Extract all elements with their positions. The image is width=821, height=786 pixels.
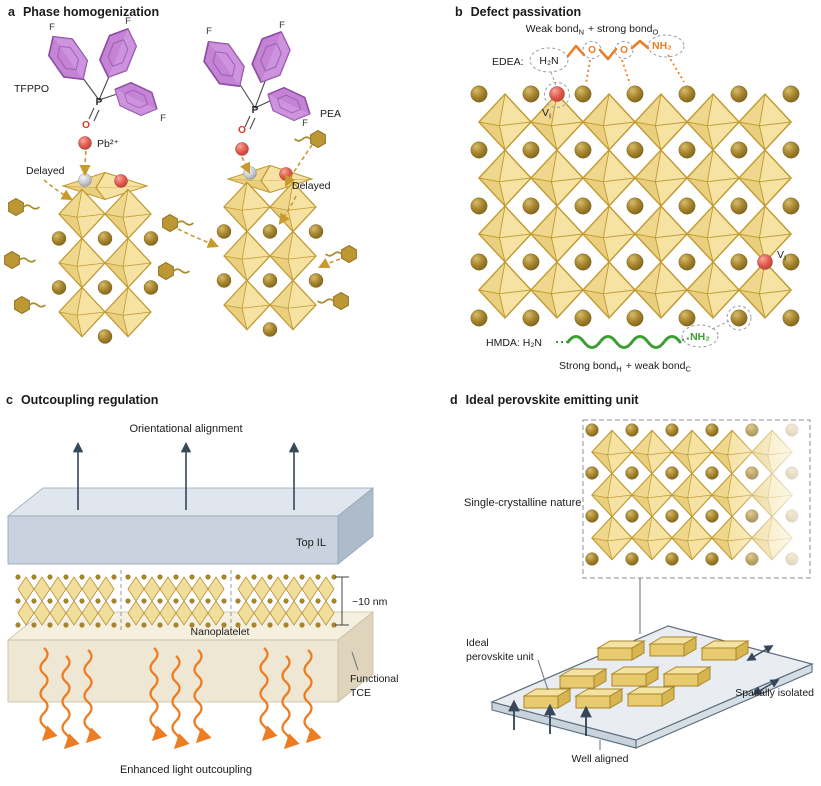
- enhanced-outcoupling-label: Enhanced light outcoupling: [120, 764, 252, 776]
- f-label: F: [160, 113, 166, 124]
- alignment-up-arrows: [72, 441, 300, 510]
- pb-ion: [78, 136, 92, 150]
- h2n-label: H₂N: [539, 55, 558, 67]
- nh2-dashed-ellipse: [647, 34, 685, 58]
- f-label: F: [279, 20, 285, 31]
- single-crystal-lattice: [586, 421, 809, 577]
- iodide-vacancy-top: VI: [542, 82, 570, 121]
- thickness-bracket: [335, 576, 349, 626]
- o-label: O: [82, 120, 90, 131]
- o-dashed-ellipse: [614, 41, 634, 59]
- hmda-label: HMDA: H₂N: [486, 337, 542, 349]
- f-label: F: [206, 26, 212, 37]
- pb-label: Pb²⁺: [97, 138, 119, 150]
- hmda-nh2-label: NH₂: [690, 331, 710, 343]
- perovskite-lattice: [471, 86, 799, 326]
- delayed-label-left: Delayed: [26, 165, 65, 177]
- top-il-slab: Top IL: [6, 487, 375, 565]
- f-label: F: [125, 16, 131, 27]
- hmda-chain: [556, 335, 691, 349]
- hmda-nh2-dashed-ellipse: [681, 324, 719, 348]
- vacancy-dashed-circle: [726, 305, 752, 331]
- nh2-label: NH₂: [652, 40, 672, 52]
- phenyl-ring-icon: [40, 27, 96, 89]
- tce-leader-line: [351, 651, 359, 671]
- weak-strong-bond-label: Weak bondN+ strong bondO: [526, 23, 659, 37]
- tfppo-molecule-right: F F F P O: [195, 20, 316, 156]
- nanoplatelet-label: Nanoplatelet: [191, 626, 250, 638]
- well-aligned-label: Well aligned: [571, 753, 628, 765]
- phenyl-ring-icon: [109, 77, 163, 121]
- p-label: P: [252, 105, 259, 116]
- pea-label: PEA: [320, 108, 341, 120]
- o-atom-label: O: [588, 45, 596, 56]
- vacancy-label: VI: [777, 249, 786, 263]
- vacancy-dashed-circle: [544, 82, 570, 108]
- iodide-vacancy-bottom: VI: [726, 249, 786, 331]
- ideal-unit-label-2: perovskite unit: [466, 651, 534, 663]
- crystal-dashed-box: [582, 419, 811, 579]
- o-dashed-ellipse: [582, 41, 602, 59]
- o-label: O: [238, 125, 246, 136]
- alignment-arrows: [508, 699, 592, 736]
- f-label: F: [49, 22, 55, 33]
- perovskite-crystal-left: [52, 173, 158, 344]
- h2n-dashed-ellipse: [529, 47, 569, 73]
- edea-label: EDEA:: [492, 56, 524, 68]
- fade-overlay: [726, 421, 809, 577]
- thickness-label: ~10 nm: [352, 596, 388, 608]
- single-crystalline-label: Single-crystalline nature: [464, 497, 581, 509]
- p-label: P: [96, 97, 103, 108]
- spatially-isolated-label: Spatially isolated: [735, 687, 814, 699]
- o-atom-label: O: [620, 45, 628, 56]
- delayed-arrows: [43, 144, 341, 269]
- vacancy-label: VI: [542, 107, 551, 121]
- nanoplatelet-row: [15, 570, 336, 632]
- phenyl-ring-icon: [94, 22, 142, 84]
- delayed-label-right: Delayed: [292, 180, 331, 192]
- top-il-label: Top IL: [296, 537, 326, 549]
- functional-tce-label-1: Functional: [350, 673, 398, 685]
- tfppo-label: TFPPO: [14, 83, 49, 95]
- isolation-arrows: [746, 645, 780, 695]
- edea-chain: [566, 39, 685, 85]
- hmda-wave: [566, 335, 682, 349]
- f-label: F: [302, 118, 308, 129]
- pb-ion: [235, 142, 249, 156]
- functional-tce-label-2: TCE: [350, 687, 371, 699]
- tfppo-molecule-left: F F F P O Pb²⁺: [40, 16, 166, 150]
- ideal-unit-label-1: Ideal: [466, 637, 489, 649]
- orientational-alignment-label: Orientational alignment: [129, 423, 242, 435]
- h2n-vacancy-link: [550, 71, 557, 87]
- phenyl-ring-icon: [195, 32, 253, 96]
- phenyl-ring-icon: [246, 25, 296, 89]
- nh2-vacancy-link: [711, 320, 730, 330]
- strong-weak-bond-label: Strong bondH+ weak bondC: [559, 360, 691, 374]
- ideal-unit-leader: [537, 659, 549, 691]
